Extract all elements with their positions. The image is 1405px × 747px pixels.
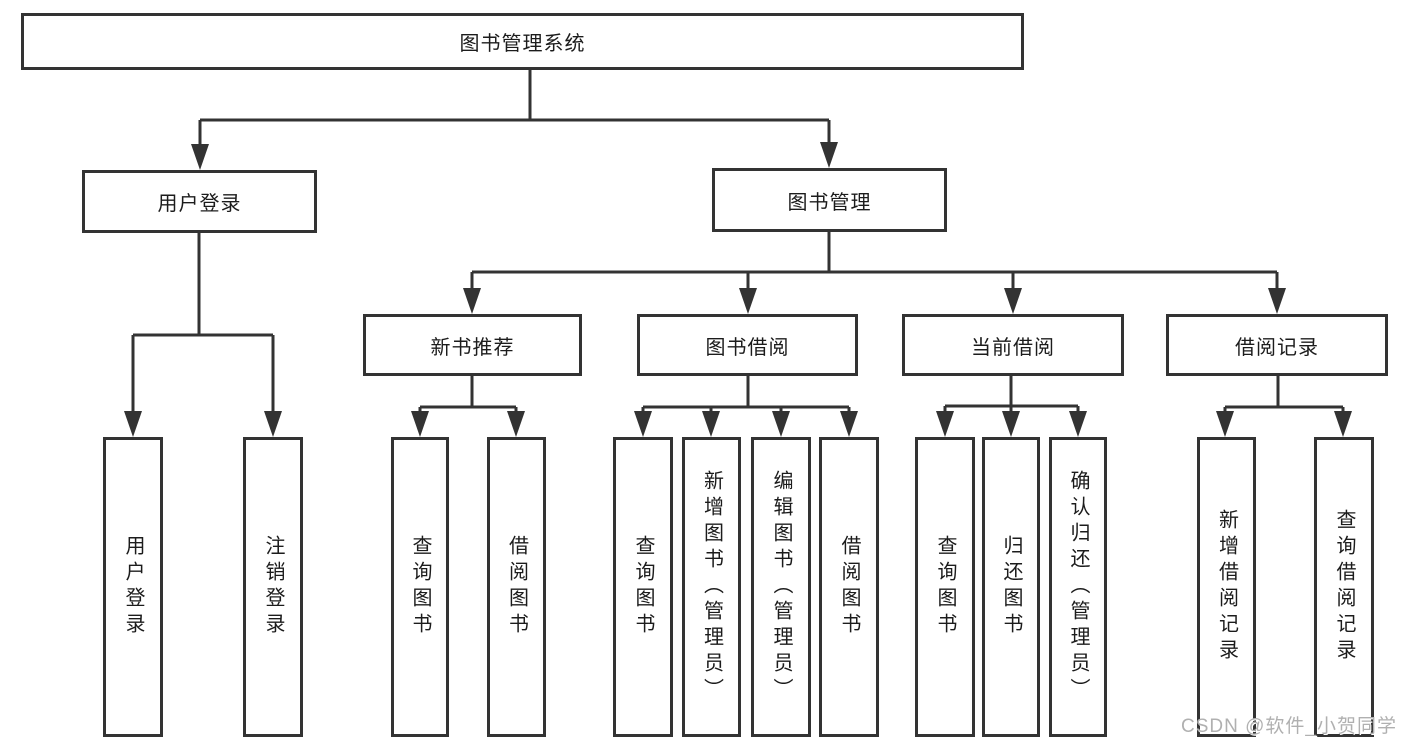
leaf-add-borrow-record: 新增借阅记录 [1197, 437, 1256, 737]
node-current-borrowing: 当前借阅 [902, 314, 1124, 376]
leaf-label: 查询图书 [934, 535, 956, 639]
leaf-query-borrow-record: 查询借阅记录 [1314, 437, 1374, 737]
leaf-confirm-return-admin: 确认归还（管理员） [1049, 437, 1107, 737]
leaf-label: 借阅图书 [838, 535, 860, 639]
node-borrowing-records: 借阅记录 [1166, 314, 1388, 376]
leaf-label: 用户登录 [122, 535, 144, 639]
leaf-borrow-book-recommend: 借阅图书 [487, 437, 546, 737]
leaf-user-login: 用户登录 [103, 437, 163, 737]
leaf-borrow-book-borrowing: 借阅图书 [819, 437, 879, 737]
csdn-watermark: CSDN @软件_小贺同学 [1181, 716, 1397, 737]
leaf-return-book: 归还图书 [982, 437, 1040, 737]
leaf-query-book-recommend: 查询图书 [391, 437, 449, 737]
node-book-borrowing: 图书借阅 [637, 314, 858, 376]
leaf-label: 新增图书（管理员） [700, 470, 723, 704]
leaf-label: 查询借阅记录 [1333, 509, 1355, 665]
node-book-management: 图书管理 [712, 168, 947, 232]
leaf-label: 借阅图书 [505, 535, 528, 639]
leaf-label: 编辑图书（管理员） [770, 470, 792, 704]
leaf-label: 查询图书 [409, 535, 431, 639]
leaf-query-book-current: 查询图书 [915, 437, 975, 737]
leaf-label: 注销登录 [262, 535, 284, 639]
leaf-query-book-borrowing: 查询图书 [613, 437, 673, 737]
node-user-login: 用户登录 [82, 170, 317, 233]
leaf-label: 查询图书 [632, 535, 654, 639]
node-root-library-system: 图书管理系统 [21, 13, 1024, 70]
leaf-edit-book-admin: 编辑图书（管理员） [751, 437, 811, 737]
leaf-add-book-admin: 新增图书（管理员） [682, 437, 741, 737]
node-new-book-recommend: 新书推荐 [363, 314, 582, 376]
arrow-down-icons [124, 142, 1352, 437]
leaf-label: 确认归还（管理员） [1067, 470, 1089, 704]
leaf-logout: 注销登录 [243, 437, 303, 737]
leaf-label: 归还图书 [1000, 535, 1022, 639]
leaf-label: 新增借阅记录 [1215, 509, 1238, 665]
